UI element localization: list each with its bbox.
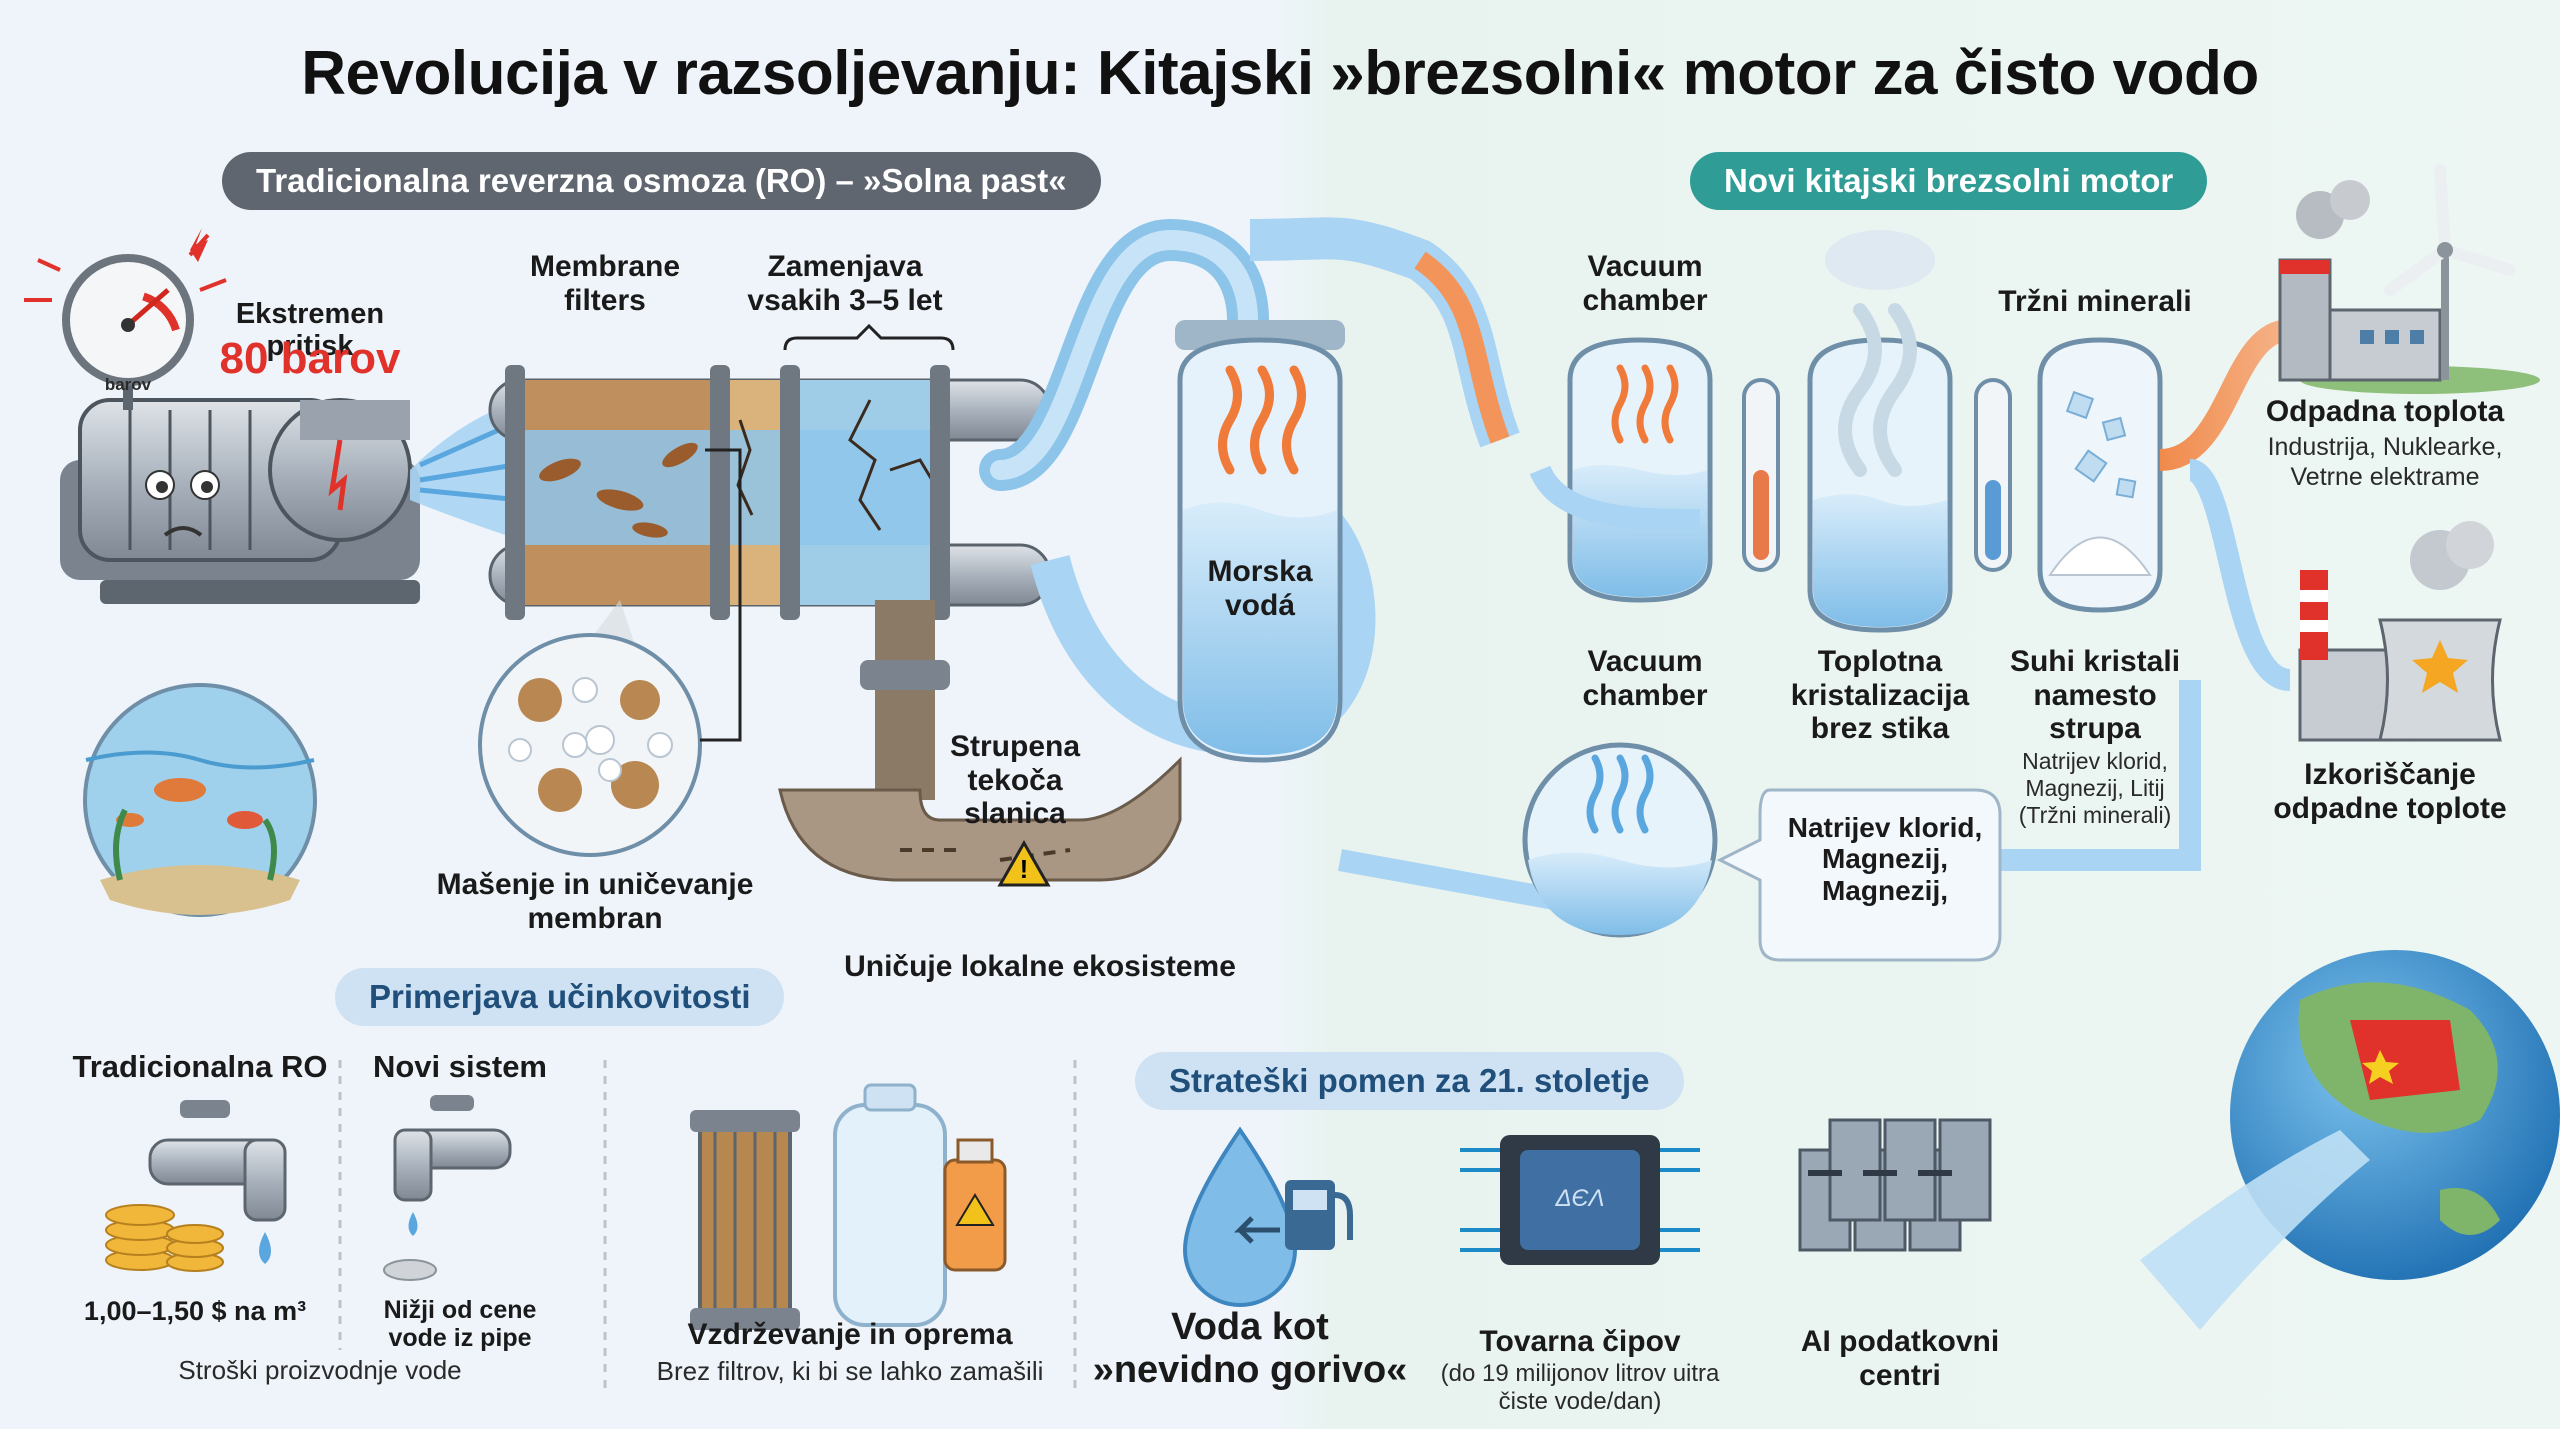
nuclear-illustration: [2298, 521, 2502, 742]
crystallization-label: Toplotna kristalizacija brez stika: [1790, 645, 1970, 746]
membrane-tubes: [488, 323, 1052, 620]
mineral-bubble: [1716, 788, 2002, 962]
water-bottle-icon: [833, 1083, 947, 1327]
cost-caption: Stroški proizvodnje vode: [178, 1355, 462, 1385]
bubble-minerals: Natrijev klorid, Magnezij, Magnezij,: [1787, 812, 1983, 906]
waste-heat-use: Izkoriščanje odpadne toplote: [2273, 758, 2507, 825]
chip-sub: (do 19 milijonov litrov uitra čiste vode…: [1440, 1360, 1720, 1416]
comparison-new: Novi sistem: [372, 1049, 547, 1084]
maintenance-sub: Brez filtrov, ki bi se lahko zamašili: [656, 1356, 1044, 1386]
lower-evaporator: [1522, 742, 1718, 938]
dry-crystals-chamber: [2037, 337, 2163, 613]
crystallization-chamber: [1807, 230, 1953, 633]
gauge-unit: barov: [104, 375, 152, 394]
vacuum-chamber-1: [1567, 337, 1713, 603]
minerals-top-label: Tržni minerali: [1998, 285, 2192, 318]
chip-icon: [1460, 1135, 1700, 1265]
section-comparison: Primerjava učinkovitosti: [335, 968, 785, 1026]
brine-drain: !: [778, 600, 1182, 887]
chip-marking: ΔЄΛ: [1555, 1185, 1605, 1212]
seawater-label: Morska vodá: [1207, 555, 1313, 622]
fuel-label: Voda kot »nevidno gorivo«: [1092, 1306, 1408, 1391]
pressure-value: 80 barov: [219, 334, 401, 383]
ocean-ecosystem: [83, 683, 317, 917]
membrane-zoom: [478, 448, 742, 857]
ai-label: AI podatkovni centri: [1800, 1325, 2000, 1392]
vacuum-top-label: Vacuum chamber: [1582, 250, 1708, 317]
svg-text:!: !: [1020, 854, 1029, 884]
dry-crystals-label: Suhi kristali namesto strupa: [2009, 645, 2181, 746]
traditional-cost: 1,00–1,50 $ na m³: [83, 1296, 307, 1326]
membrane-label: Membrane filters: [529, 250, 681, 317]
pressure-label: Ekstremen pritisk: [235, 298, 385, 363]
brine-label: Strupena tekoča slanica: [950, 730, 1081, 831]
vacuum-bottom-label: Vacuum chamber: [1582, 645, 1708, 712]
waste-heat-title: Odpadna toplota: [2265, 395, 2505, 428]
new-cost: Nižji od cene vode iz pipe: [383, 1296, 537, 1352]
clogged-filter-icon: [690, 1110, 800, 1330]
comparison-traditional: Tradicionalna RO: [72, 1049, 328, 1084]
ecosystem-label: Uničuje lokalne ekosisteme: [844, 950, 1236, 983]
chip-label: Tovarna čipov: [1479, 1325, 1681, 1358]
chemical-bottle-icon: [943, 1138, 1007, 1272]
section-strategic: Strateški pomen za 21. stoletje: [1135, 1052, 1684, 1110]
globe-illustration: [2140, 950, 2560, 1330]
seawater-tank: [1175, 320, 1345, 763]
section-traditional-ro: Tradicionalna reverzna osmoza (RO) – »So…: [222, 152, 1101, 210]
datacenter-icon: [1798, 1118, 1992, 1252]
dry-crystals-sub: Natrijev klorid, Magnezij, Litij (Tržni …: [2018, 748, 2172, 829]
factory-illustration: [2278, 164, 2540, 394]
section-new-engine: Novi kitajski brezsolni motor: [1690, 152, 2208, 210]
replacement-label: Zamenjava vsakih 3–5 let: [747, 250, 943, 317]
pump-illustration: [24, 228, 420, 604]
clogging-label: Mašenje in uničevanje membran: [436, 868, 754, 935]
waste-heat-sub: Industrija, Nuklearke, Vetrne elektrame: [2267, 433, 2503, 491]
faucet-traditional-icon: [105, 1100, 287, 1272]
maintenance-title: Vzdrževanje in oprema: [687, 1318, 1013, 1351]
faucet-new-icon: [383, 1095, 512, 1281]
water-fuel-icon: [1182, 1126, 1353, 1307]
page-title: Revolucija v razsoljevanju: Kitajski »br…: [301, 39, 2259, 108]
